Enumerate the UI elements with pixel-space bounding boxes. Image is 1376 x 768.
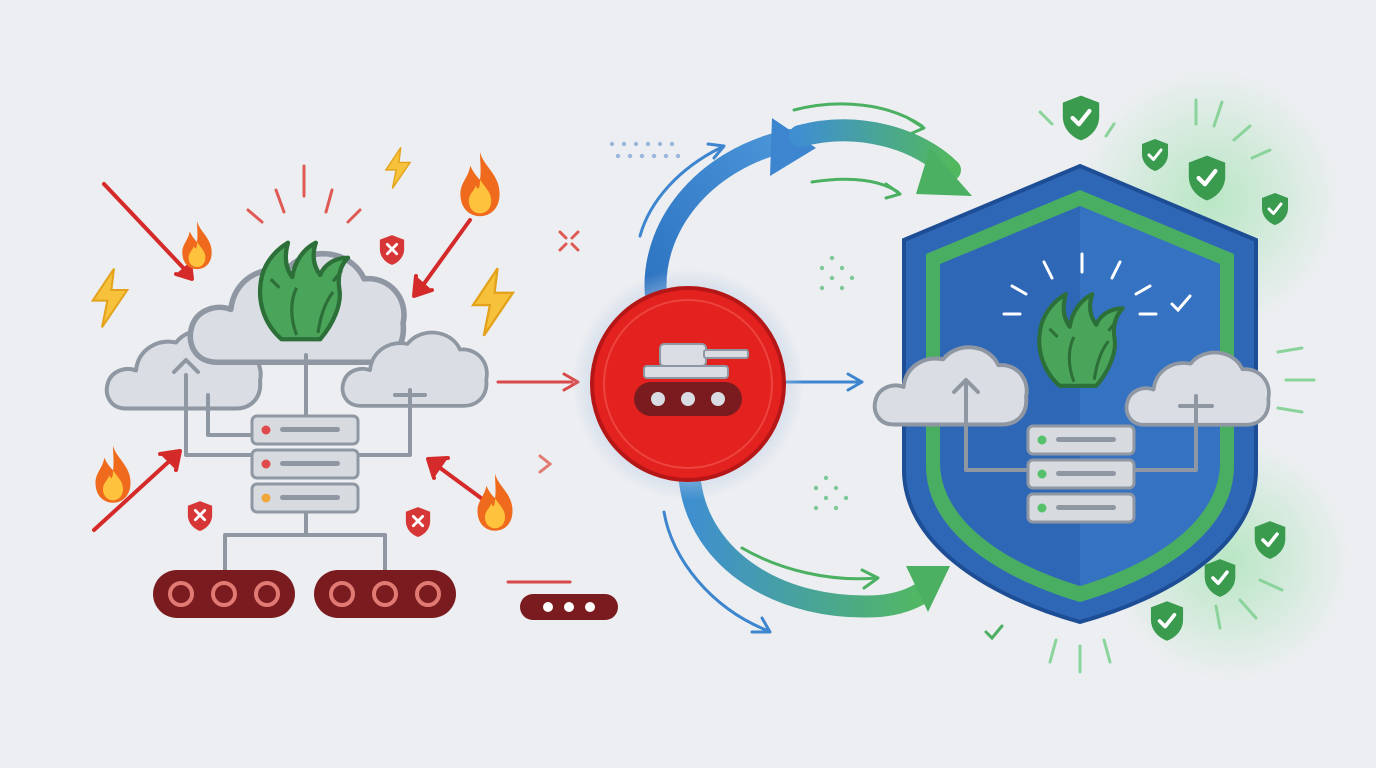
fire-icon (182, 220, 212, 270)
server-stack (1026, 424, 1136, 524)
protected-infrastructure (875, 70, 1350, 680)
fire-icon (460, 151, 500, 217)
fire-icon (477, 473, 513, 531)
attack-tank-hub (496, 102, 972, 634)
warning-shield-icon (404, 506, 432, 538)
small-tread (520, 594, 618, 620)
lightning-icon (91, 267, 129, 329)
shine-marks (1002, 252, 1192, 316)
tank-treads (153, 570, 456, 618)
dot-grid (609, 141, 681, 159)
check-shield-icon (1063, 96, 1099, 141)
flow-lines (496, 102, 926, 634)
fire-icon (95, 445, 131, 503)
glow-marks (984, 98, 1316, 674)
server-stack (250, 414, 360, 514)
lightning-icon (385, 146, 411, 190)
lightning-icon (471, 266, 515, 338)
dot-cluster (813, 255, 855, 511)
unprotected-infrastructure (91, 146, 580, 618)
alert-marks (246, 164, 580, 252)
blue-loop-arc (644, 129, 801, 307)
green-loop-arrowhead (916, 148, 972, 196)
connector-lines (172, 353, 427, 572)
warning-shield-icon (378, 234, 406, 266)
connector-lines (952, 378, 1214, 472)
lower-loop-arc (679, 471, 937, 618)
threat-arrows (92, 182, 502, 532)
warning-shield-icon (186, 500, 214, 532)
lower-loop-arrowhead (906, 566, 950, 612)
blue-loop-arrowhead (770, 118, 816, 176)
tank-icon (634, 343, 749, 416)
